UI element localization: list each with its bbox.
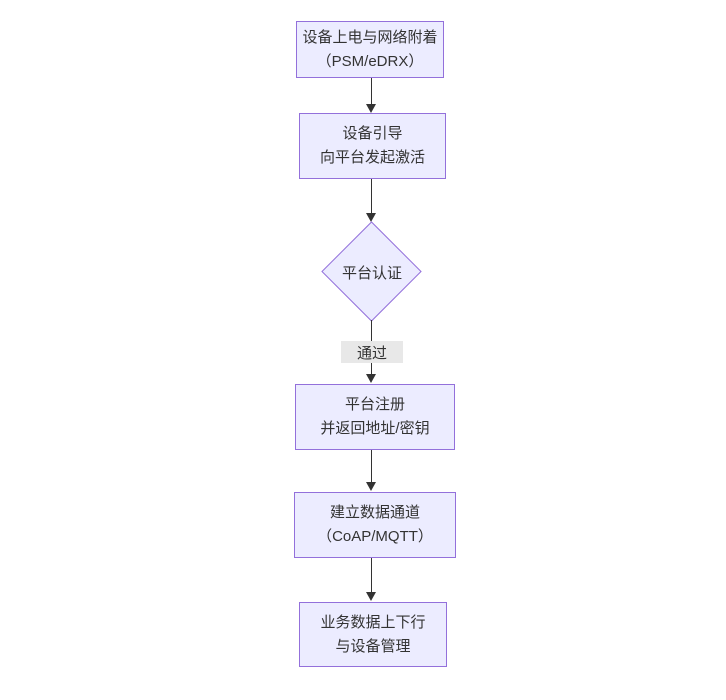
arrowhead-down-icon <box>366 213 376 222</box>
node-text-line: 向平台发起激活 <box>319 149 425 166</box>
node-text-line: （PSM/eDRX） <box>316 52 424 70</box>
node-text-line: 业务数据上下行 <box>320 613 426 631</box>
node-text-line: （CoAP/MQTT） <box>317 528 433 545</box>
edge-label-pass: 通过 <box>341 341 403 363</box>
node-business-data-management: 业务数据上下行 与设备管理 <box>299 602 447 667</box>
node-text-line: 平台注册 <box>344 396 405 413</box>
edge-a-b <box>371 78 372 105</box>
node-device-power-attach: 设备上电与网络附着 （PSM/eDRX） <box>296 21 444 78</box>
arrowhead-down-icon <box>366 104 376 113</box>
node-text-line: 设备引导 <box>342 125 403 142</box>
node-text-line: 与设备管理 <box>335 637 411 655</box>
arrowhead-down-icon <box>366 592 376 601</box>
decision-platform-auth: 平台认证 <box>321 221 422 322</box>
node-device-bootstrap-activate: 设备引导 向平台发起激活 <box>299 113 446 179</box>
node-data-channel: 建立数据通道 （CoAP/MQTT） <box>294 492 456 558</box>
node-text-line: 设备上电与网络附着 <box>302 28 438 46</box>
node-platform-register: 平台注册 并返回地址/密钥 <box>295 384 455 450</box>
edge-b-c <box>371 179 372 214</box>
node-text-line: 并返回地址/密钥 <box>320 420 430 437</box>
edge-e-f <box>371 558 372 593</box>
arrowhead-down-icon <box>366 482 376 491</box>
node-text-line: 建立数据通道 <box>329 504 420 521</box>
edge-d-e <box>371 450 372 483</box>
arrowhead-down-icon <box>366 374 376 383</box>
node-text-line: 平台认证 <box>341 264 402 282</box>
